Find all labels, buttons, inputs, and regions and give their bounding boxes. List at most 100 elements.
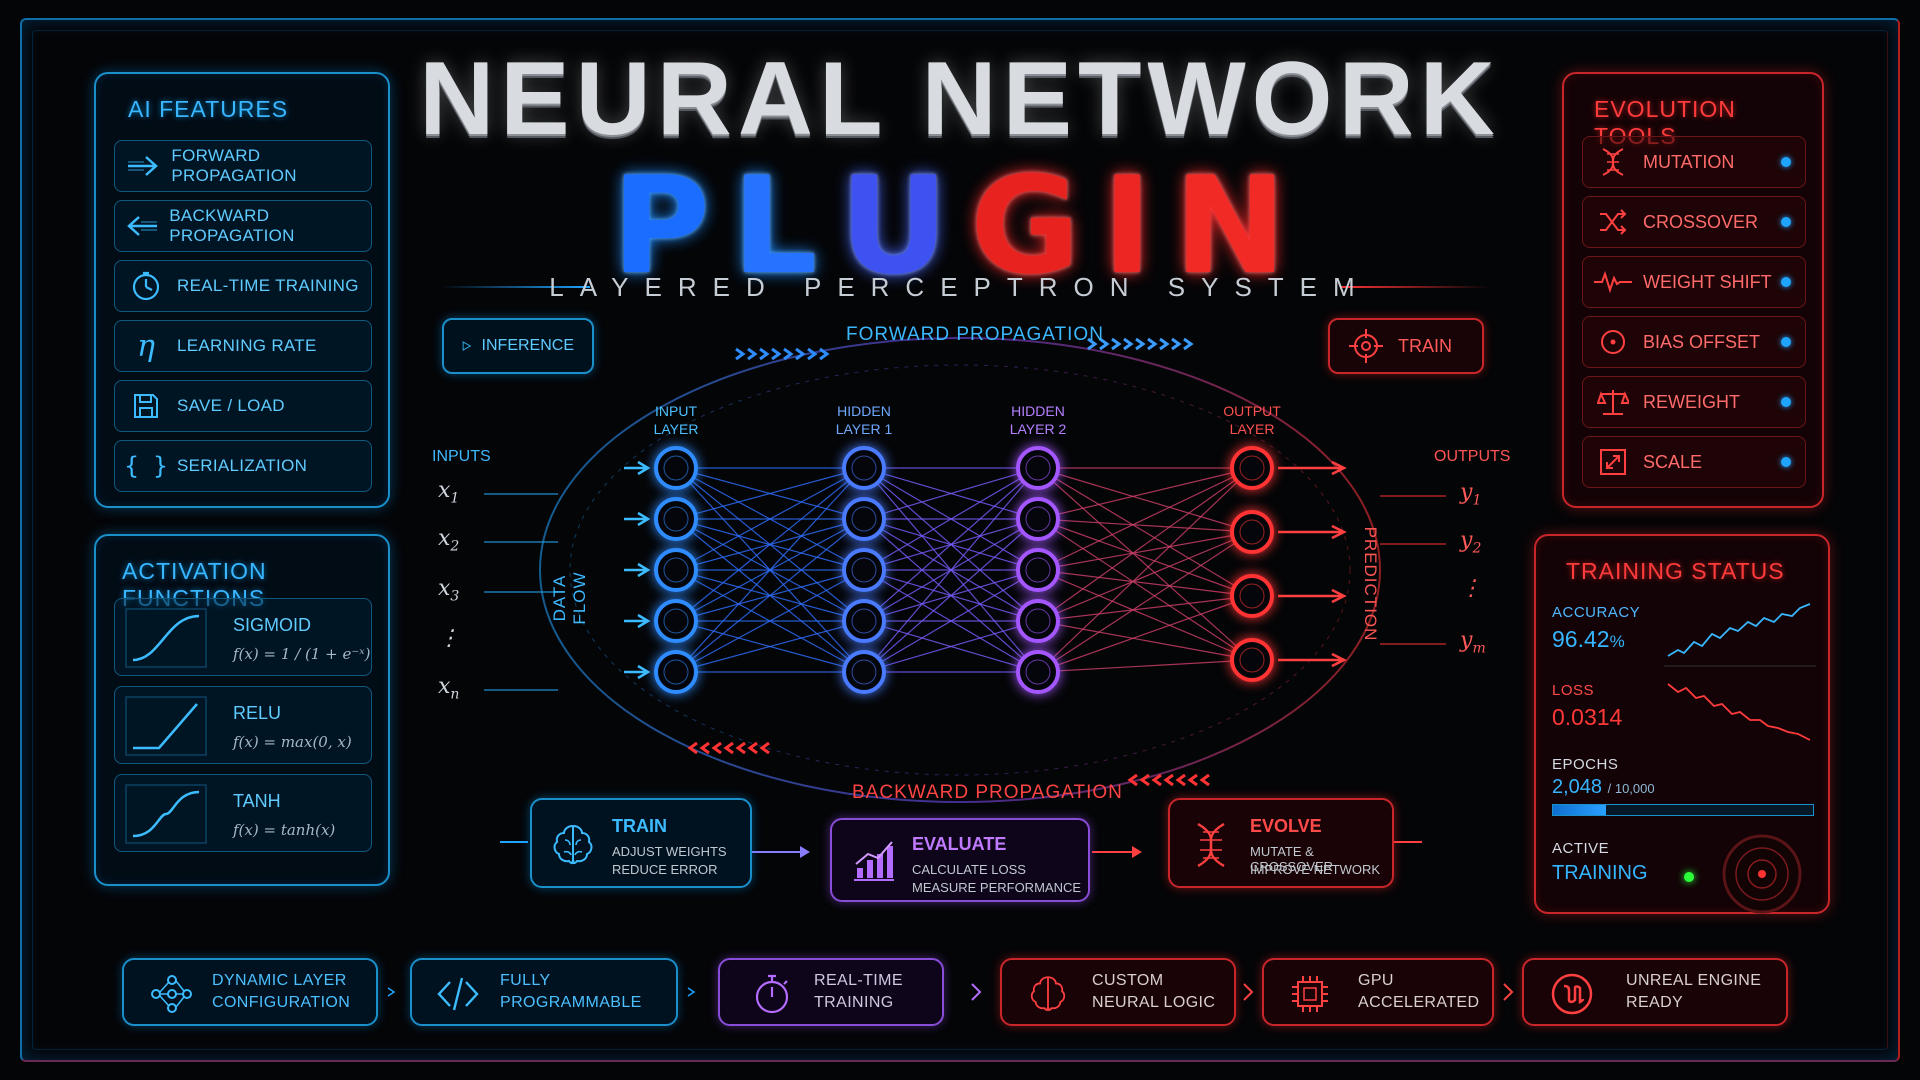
layer-label-line-1: OUTPUT xyxy=(1223,403,1281,419)
variable-base: x xyxy=(438,674,451,699)
network-edge xyxy=(863,518,1039,673)
network-node[interactable] xyxy=(1016,497,1060,541)
network-node[interactable] xyxy=(842,548,886,592)
tool-scale[interactable]: SCALE xyxy=(1582,436,1806,488)
network-edge xyxy=(1037,569,1253,597)
network-node[interactable] xyxy=(1016,650,1060,694)
chevron-mark xyxy=(819,347,830,361)
forward-chevrons xyxy=(735,337,1194,361)
network-node[interactable] xyxy=(842,650,886,694)
network-node[interactable] xyxy=(654,446,698,490)
train-label: TRAIN xyxy=(1398,335,1452,356)
tool-reweight[interactable]: REWEIGHT xyxy=(1582,376,1806,428)
network-node-core xyxy=(851,659,877,685)
network-edge xyxy=(675,467,865,520)
status-dot xyxy=(1781,397,1791,407)
network-node[interactable] xyxy=(654,548,698,592)
feature-backward-propagation[interactable]: BACKWARD PROPAGATION xyxy=(114,200,372,252)
inference-button[interactable]: INFERENCE xyxy=(442,318,594,374)
bottom-custom-neural-logic[interactable]: CUSTOM NEURAL LOGIC xyxy=(1000,958,1236,1026)
train-button[interactable]: TRAIN xyxy=(1328,318,1484,374)
flow-train[interactable]: TRAIN ADJUST WEIGHTS REDUCE ERROR xyxy=(530,798,752,888)
flow-title: TRAIN xyxy=(612,816,667,836)
loss-sparkline xyxy=(1667,683,1811,741)
feature-label: REAL-TIME TRAINING xyxy=(177,276,359,295)
bottom-label-1: UNREAL ENGINE xyxy=(1626,972,1762,989)
feature-learning-rate[interactable]: η LEARNING RATE xyxy=(114,320,372,372)
bottom-unreal-engine-ready[interactable]: UNREAL ENGINE READY xyxy=(1522,958,1788,1026)
layer-label-line-1: INPUT xyxy=(655,403,697,419)
bottom-label-2: NEURAL LOGIC xyxy=(1092,994,1216,1011)
ai-features-panel: AI FEATURES FORWARD PROPAGATION BACKWARD… xyxy=(94,72,390,508)
network-node[interactable] xyxy=(1016,446,1060,490)
network-node[interactable] xyxy=(1016,599,1060,643)
network-edge xyxy=(1037,467,1253,571)
accuracy-unit: % xyxy=(1609,632,1625,651)
status-dot xyxy=(1781,157,1791,167)
network-node[interactable] xyxy=(842,497,886,541)
network-node-core xyxy=(851,608,877,634)
activation-sigmoid[interactable]: SIGMOID f(x) = 1 / (1 + e⁻ˣ) xyxy=(114,598,372,676)
variable-subscript: 1 xyxy=(1472,492,1482,509)
bottom-fully-programmable[interactable]: FULLY PROGRAMMABLE xyxy=(410,958,678,1026)
network-node[interactable] xyxy=(842,446,886,490)
chevron-mark xyxy=(807,347,818,361)
network-node[interactable] xyxy=(654,497,698,541)
status-dot xyxy=(1781,217,1791,227)
chevron-mark xyxy=(1123,337,1134,351)
flow-evolve[interactable]: EVOLVE MUTATE & CROSSOVER IMPROVE NETWOR… xyxy=(1168,798,1394,888)
bottom-label-1: FULLY xyxy=(500,972,551,989)
plugin-letter-u: U xyxy=(839,148,971,304)
chevron-mark xyxy=(1151,773,1162,787)
variable-base: x xyxy=(438,478,451,503)
chevron-mark xyxy=(735,347,746,361)
variable-base: y xyxy=(1460,480,1473,505)
variable-subscript: 2 xyxy=(450,538,460,555)
tool-crossover[interactable]: CROSSOVER xyxy=(1582,196,1806,248)
active-label: ACTIVE xyxy=(1552,840,1610,857)
feature-real-time-training[interactable]: REAL-TIME TRAINING xyxy=(114,260,372,312)
network-node[interactable] xyxy=(1230,638,1274,682)
tool-bias-offset[interactable]: BIAS OFFSET xyxy=(1582,316,1806,368)
output-variable: y2 xyxy=(1460,528,1481,556)
feature-label: BACKWARD PROPAGATION xyxy=(169,206,295,245)
epochs-value: 2,048 / 10,000 xyxy=(1552,776,1655,799)
flow-desc-1: CALCULATE LOSS xyxy=(912,862,1026,877)
flow-title: EVOLVE xyxy=(1250,816,1322,836)
feature-forward-propagation[interactable]: FORWARD PROPAGATION xyxy=(114,140,372,192)
activation-relu[interactable]: RELU f(x) = max(0, x) xyxy=(114,686,372,764)
network-node[interactable] xyxy=(1230,446,1274,490)
tool-mutation[interactable]: MUTATION xyxy=(1582,136,1806,188)
bottom-dynamic-layer[interactable]: DYNAMIC LAYER CONFIGURATION xyxy=(122,958,378,1026)
network-node[interactable] xyxy=(1230,510,1274,554)
network-node[interactable] xyxy=(654,650,698,694)
variable-subscript: n xyxy=(450,686,460,703)
plugin-letter-l: L xyxy=(732,148,840,304)
flow-desc-1: MUTATE & CROSSOVER xyxy=(1250,844,1334,874)
activation-tanh[interactable]: TANH f(x) = tanh(x) xyxy=(114,774,372,852)
network-node[interactable] xyxy=(1230,574,1274,618)
network-node[interactable] xyxy=(654,599,698,643)
layer-label-line-2: LAYER 2 xyxy=(1009,421,1067,437)
relu-curve-icon xyxy=(125,696,207,756)
chevron-mark xyxy=(1139,773,1150,787)
variable-subscript: 2 xyxy=(1472,540,1482,557)
sigmoid-curve-icon xyxy=(125,608,207,668)
flow-evaluate[interactable]: EVALUATE CALCULATE LOSS MEASURE PERFORMA… xyxy=(830,818,1090,902)
bottom-gpu-accelerated[interactable]: GPU ACCELERATED xyxy=(1262,958,1494,1026)
bottom-real-time-training[interactable]: REAL-TIME TRAINING xyxy=(718,958,944,1026)
bottom-label-1: DYNAMIC LAYER xyxy=(212,972,347,989)
feature-save-load[interactable]: SAVE / LOAD xyxy=(114,380,372,432)
tool-weight-shift[interactable]: WEIGHT SHIFT xyxy=(1582,256,1806,308)
feature-serialization[interactable]: { } SERIALIZATION xyxy=(114,440,372,492)
network-node[interactable] xyxy=(1016,548,1060,592)
epochs-number: 2,048 xyxy=(1552,776,1603,798)
input-variable: x2 xyxy=(438,526,459,554)
network-node-core xyxy=(1239,519,1265,545)
chevron-mark xyxy=(1187,773,1198,787)
network-node[interactable] xyxy=(842,599,886,643)
output-variable: ym xyxy=(1460,628,1486,656)
chevron-mark xyxy=(1199,773,1210,787)
